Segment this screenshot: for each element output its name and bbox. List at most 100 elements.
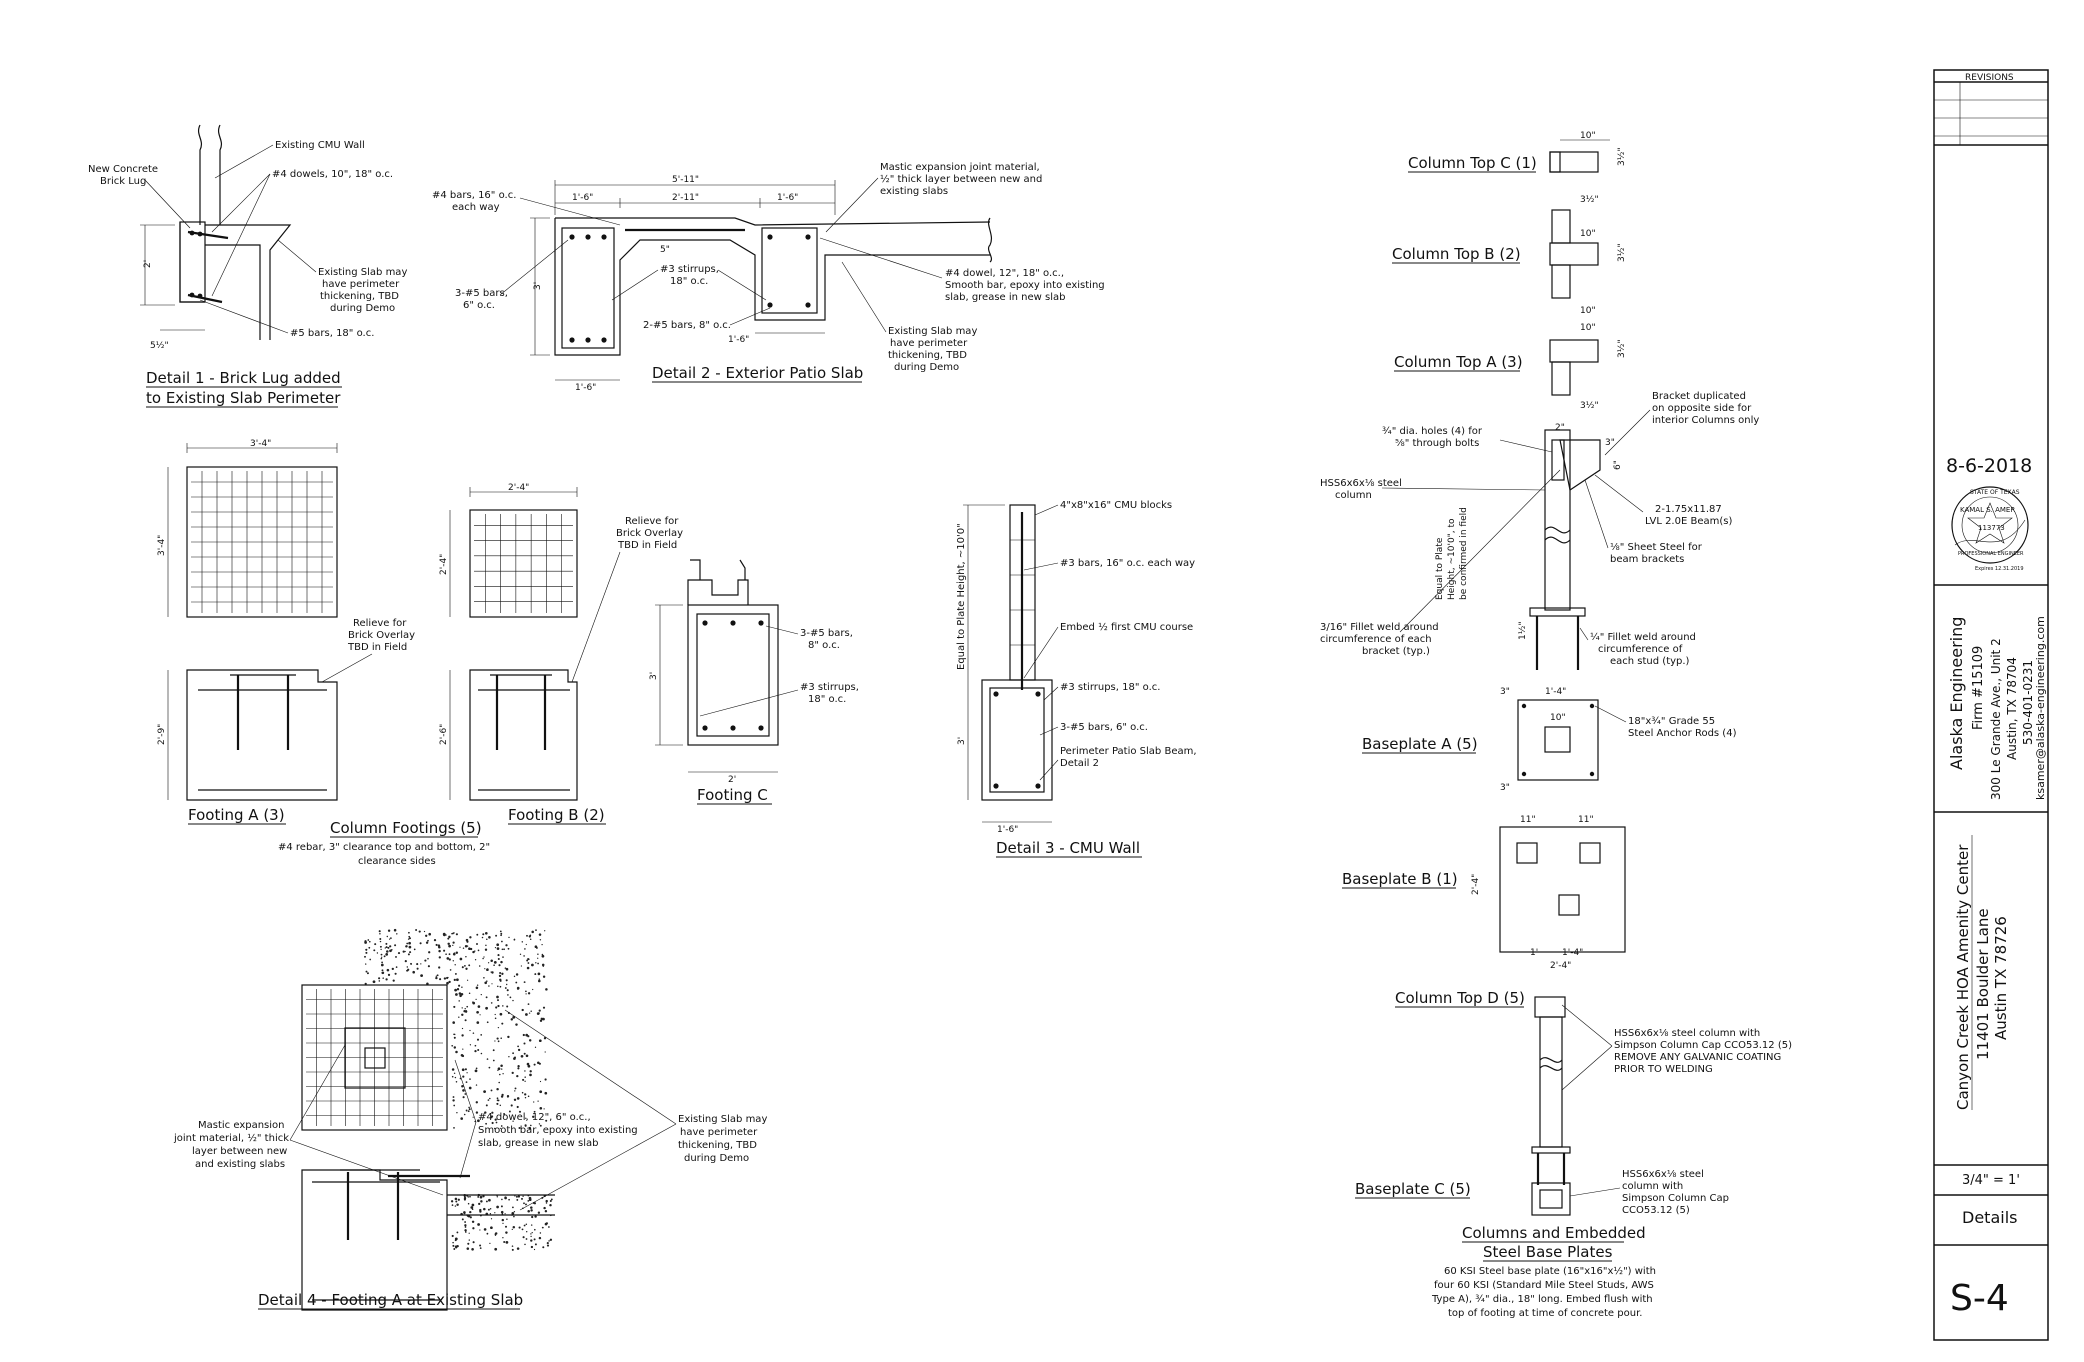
stipple-dot: [539, 939, 542, 941]
stipple-dot: [464, 1229, 467, 1232]
d2-note-2bars: 2-#5 bars, 8" o.c.: [643, 320, 731, 331]
stipple-dot: [458, 992, 462, 995]
stipple-dot: [427, 939, 429, 942]
stipple-dot: [517, 1065, 520, 1068]
col-d-note-4: PRIOR TO WELDING: [1614, 1064, 1713, 1075]
stipple-dot: [451, 1075, 454, 1078]
stipple-dot: [454, 988, 457, 992]
stipple-dot: [546, 1242, 549, 1245]
d2-dim-b: 2'-11": [672, 193, 699, 203]
stipple-dot: [525, 993, 527, 995]
stipple-dot: [499, 1073, 501, 1076]
d3-note-cmu: 4"x8"x16" CMU blocks: [1060, 500, 1172, 511]
stipple-dot: [402, 950, 405, 953]
stipple-dot: [433, 938, 437, 942]
stipple-dot: [542, 975, 546, 978]
stipple-dot: [505, 967, 509, 971]
stipple-dot: [478, 965, 481, 967]
stipple-dot: [476, 1038, 480, 1041]
stipple-dot: [526, 934, 528, 937]
stipple-dot: [468, 1108, 471, 1111]
detail-1: 2' 5½" Existing CMU Wall New Concrete Br…: [88, 124, 407, 408]
stipple-dot: [504, 1213, 506, 1215]
stipple-dot: [483, 956, 485, 958]
stipple-dot: [468, 1086, 472, 1090]
column-footings-title: Column Footings (5): [330, 819, 482, 837]
d4-note-mastic3: layer between new: [192, 1146, 287, 1157]
stipple-dot: [479, 1195, 483, 1199]
stipple-dot: [539, 1080, 542, 1083]
stipple-dot: [416, 967, 419, 970]
d1-note-cmu: Existing CMU Wall: [275, 140, 365, 151]
stipple-dot: [452, 1099, 455, 1102]
ctb-dim-10: 10": [1580, 229, 1596, 239]
stipple-dot: [499, 1012, 503, 1016]
stipple-dot: [466, 1005, 469, 1008]
stipple-dot: [462, 1075, 465, 1078]
fb-relieve-2: Brick Overlay: [616, 528, 683, 539]
stipple-dot: [513, 1098, 517, 1102]
stipple-dot: [539, 1106, 543, 1110]
col-c-note-4: CCO53.12 (5): [1622, 1205, 1690, 1216]
d4-note-dowel1: #4 dowel, 12", 6" o.c.,: [478, 1112, 591, 1123]
stipple-dot: [466, 1072, 468, 1074]
stipple-dot: [537, 962, 539, 965]
stipple-dot: [454, 964, 456, 966]
stipple-dot: [512, 1016, 516, 1019]
stipple-dot: [459, 946, 461, 948]
sheet-title: Details: [1962, 1208, 2017, 1227]
stipple-dot: [500, 934, 502, 937]
d1-note-bars: #5 bars, 18" o.c.: [290, 328, 374, 339]
stipple-dot: [479, 1244, 482, 1247]
col-note-bracket1: Bracket duplicated: [1652, 391, 1746, 402]
stipple-dot: [495, 1006, 498, 1009]
stipple-dot: [500, 1095, 504, 1098]
stipple-dot: [465, 1081, 468, 1083]
stipple-dot: [488, 1066, 491, 1069]
stipple-dot: [385, 953, 389, 956]
stipple-dot: [468, 992, 471, 995]
stipple-dot: [480, 1034, 483, 1036]
stipple-dot: [545, 1119, 548, 1122]
stipple-dot: [491, 983, 493, 985]
stipple-dot: [458, 1000, 460, 1002]
stipple-dot: [472, 1116, 474, 1118]
stipple-dot: [501, 1068, 503, 1070]
baseplate-b-label: Baseplate B (1): [1342, 870, 1458, 888]
stipple-dot: [380, 948, 382, 951]
stipple-dot: [538, 1039, 542, 1043]
stipple-dot: [484, 968, 486, 970]
stipple-dot: [416, 963, 419, 966]
stipple-dot: [524, 1070, 526, 1072]
stipple-dot: [538, 1009, 541, 1012]
revisions-label: REVISIONS: [1965, 73, 2014, 83]
stipple-dot: [461, 1054, 465, 1058]
stipple-dot: [524, 1080, 526, 1082]
d1-title-1: Detail 1 - Brick Lug added: [146, 369, 341, 387]
stipple-dot: [458, 984, 461, 987]
stipple-dot: [412, 970, 415, 974]
stipple-dot: [464, 1010, 468, 1013]
d2-dim-a: 1'-6": [572, 193, 593, 203]
stipple-dot: [486, 968, 489, 972]
stipple-dot: [472, 1241, 475, 1244]
stipple-dot: [522, 1236, 525, 1239]
stipple-dot: [490, 1218, 493, 1220]
stipple-dot: [485, 944, 487, 947]
bpb-dim-24b: 2'-4": [1550, 961, 1571, 971]
stipple-dot: [453, 953, 456, 956]
stipple-dot: [391, 967, 394, 971]
stipple-dot: [367, 972, 369, 975]
stipple-dot: [494, 1017, 497, 1020]
stipple-dot: [538, 1123, 541, 1125]
stipple-dot: [443, 949, 446, 952]
stipple-dot: [468, 947, 471, 950]
stipple-dot: [518, 1126, 521, 1130]
stipple-dot: [545, 988, 548, 991]
stipple-dot: [490, 1002, 493, 1004]
stipple-dot: [490, 1089, 493, 1092]
stipple-dot: [529, 1070, 532, 1073]
stipple-dot: [387, 973, 391, 977]
